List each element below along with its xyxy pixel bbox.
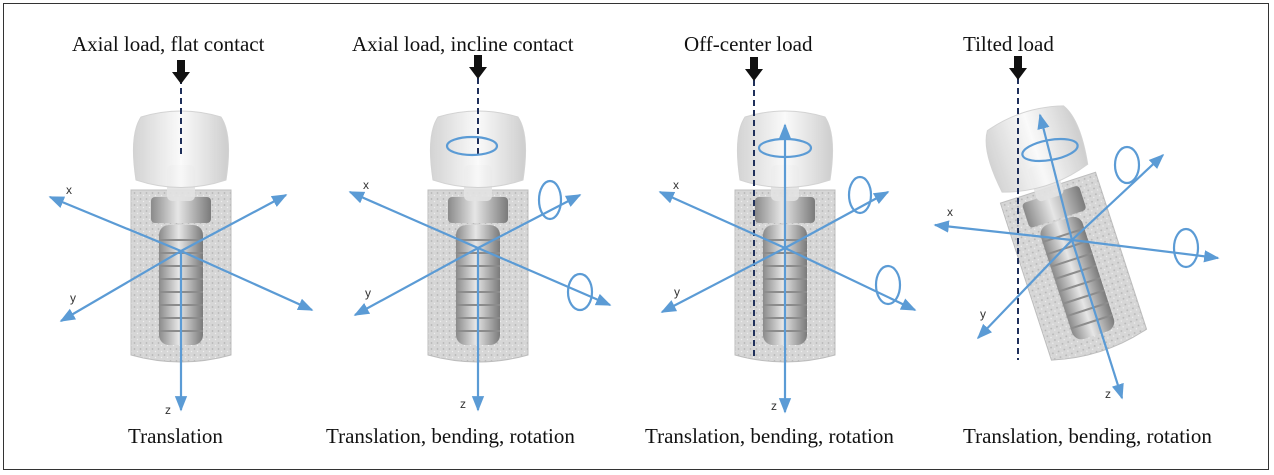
panel-2-axis-y-label: y: [365, 286, 371, 300]
panel-1-axes: [48, 194, 314, 412]
panel-4-axis-z-label: z: [1105, 387, 1111, 401]
panel-4-axes: [933, 113, 1220, 400]
panel-4-load-arrow: [1009, 56, 1027, 360]
panel-3-axis-z-label: z: [771, 399, 777, 413]
panel-1-axis-x-label: x: [66, 183, 72, 197]
panel-2-caption: Translation, bending, rotation: [326, 424, 575, 448]
panel-3-load-arrow: [745, 57, 763, 360]
panel-2-axis-x-label: x: [363, 178, 369, 192]
panel-3-title: Off-center load: [684, 32, 813, 56]
figure-frame: [3, 3, 1269, 470]
panel-1-caption: Translation: [128, 424, 223, 448]
panel-1-title: Axial load, flat contact: [72, 32, 265, 56]
panel-3-axis-x-label: x: [673, 178, 679, 192]
panel-1-axis-y-label: y: [70, 291, 76, 305]
panel-3-axis-y-label: y: [674, 285, 680, 299]
panel-2-load-arrow: [469, 55, 487, 155]
panel-1-load-arrow: [172, 60, 190, 155]
panel-4-title: Tilted load: [963, 32, 1054, 56]
panel-2-axes: [348, 135, 612, 412]
panel-4-axis-x-label: x: [947, 205, 953, 219]
panel-4-axis-y-label: y: [980, 307, 986, 321]
panel-3-axes: [658, 123, 917, 414]
panel-2-title: Axial load, incline contact: [352, 32, 574, 56]
panel-3-caption: Translation, bending, rotation: [645, 424, 894, 448]
panel-2-axis-z-label: z: [460, 397, 466, 411]
panel-4-caption: Translation, bending, rotation: [963, 424, 1212, 448]
panel-1-axis-z-label: z: [165, 403, 171, 417]
